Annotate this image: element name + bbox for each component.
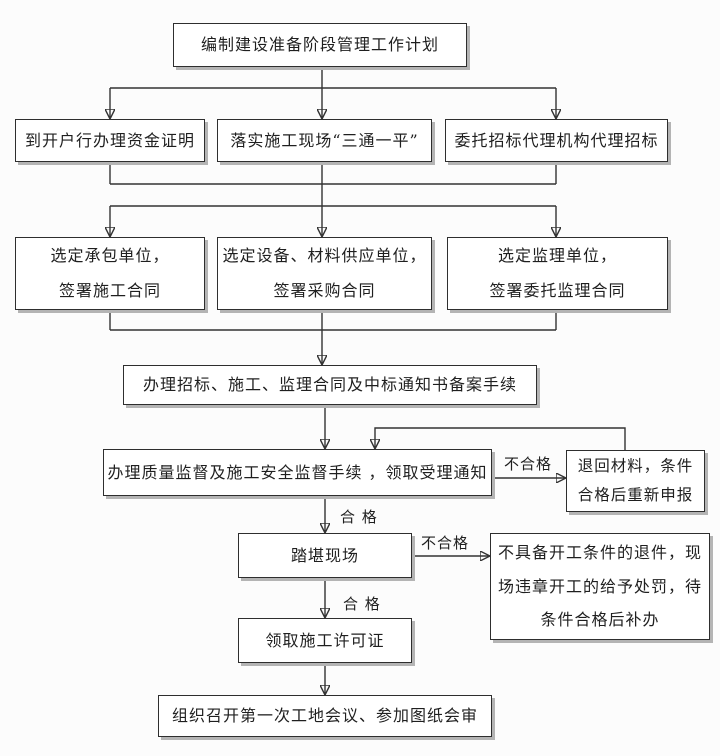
node-construction-permit: 领取施工许可证 <box>238 618 412 663</box>
label-pass-bottom: 合 格 <box>343 595 381 613</box>
edge-back-feedback <box>375 427 626 450</box>
node-fund-certificate: 到开户行办理资金证明 <box>15 119 205 162</box>
node-supplier-selection: 选定设备、材料供应单位， 签署采购合同 <box>217 237 432 310</box>
label-pass-top: 合 格 <box>340 508 378 526</box>
node-contractor-selection: 选定承包单位， 签署施工合同 <box>15 237 205 310</box>
node-reject-handling: 不具备开工条件的退件，现 场违章开工的给予处罚，待 条件合格后补办 <box>490 533 710 640</box>
node-plan: 编制建设准备阶段管理工作计划 <box>173 23 467 67</box>
label-fail-top: 不合格 <box>504 455 553 473</box>
node-bidding-agency: 委托招标代理机构代理招标 <box>445 119 668 162</box>
node-three-connections: 落实施工现场“三通一平” <box>217 119 432 162</box>
node-site-survey: 踏堪现场 <box>238 533 412 578</box>
node-supervisor-selection: 选定监理单位， 签署委托监理合同 <box>447 237 668 310</box>
node-filing-procedures: 办理招标、施工、监理合同及中标通知书备案手续 <box>123 365 537 405</box>
node-return-materials: 退回材料，条件 合格后重新申报 <box>566 450 705 512</box>
label-fail-bottom: 不合格 <box>421 534 470 552</box>
node-first-meeting: 组织召开第一次工地会议、参加图纸会审 <box>158 695 492 737</box>
node-quality-supervision: 办理质量监督及施工安全监督手续 ，领取受理通知 <box>103 449 492 496</box>
